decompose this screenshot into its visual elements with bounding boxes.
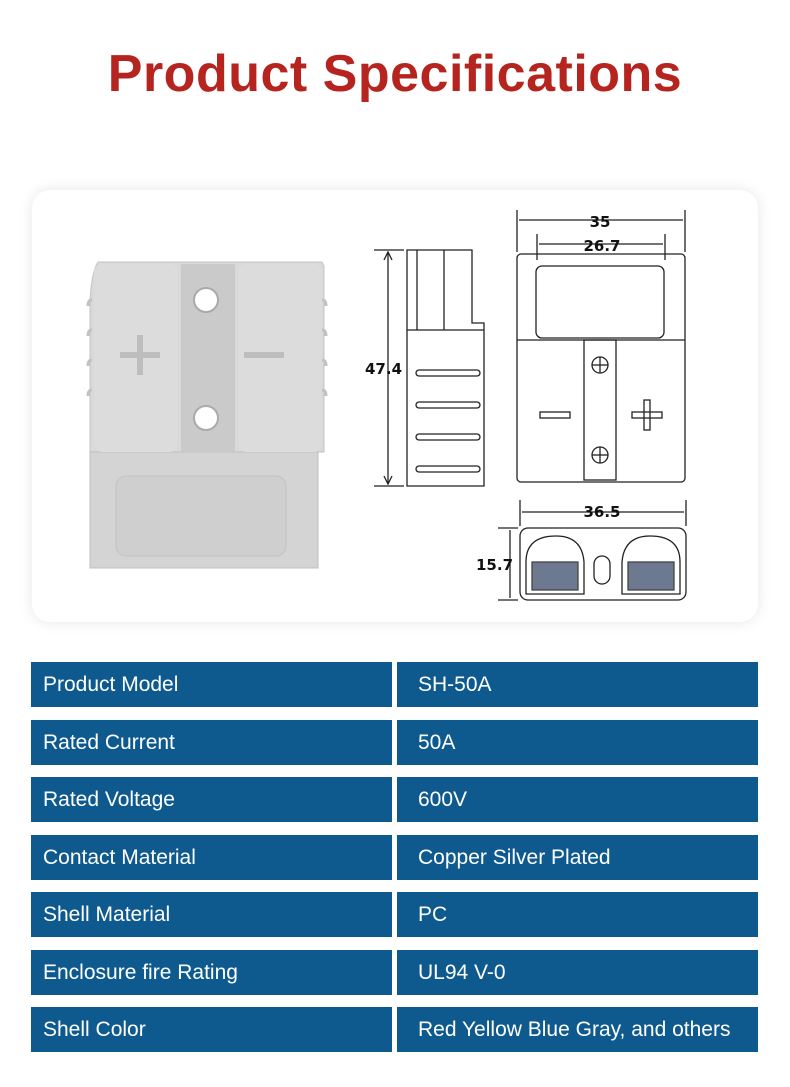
side-view-drawing <box>374 249 485 487</box>
connector-photo <box>86 261 328 569</box>
dim-width-outer: 35 <box>590 213 611 231</box>
spec-table: Product Model SH-50A Rated Current 50A R… <box>31 662 758 1065</box>
spec-value: SH-50A <box>397 662 758 707</box>
spec-label: Shell Color <box>31 1007 392 1052</box>
spec-label: Rated Voltage <box>31 777 392 822</box>
spec-label: Contact Material <box>31 834 392 880</box>
spec-label: Shell Material <box>31 892 392 937</box>
spec-value: 50A <box>397 719 758 765</box>
spec-label: Product Model <box>31 662 392 707</box>
table-row: Rated Voltage 600V <box>31 777 758 822</box>
spec-value: UL94 V-0 <box>397 949 758 995</box>
bottom-view-drawing <box>498 500 687 601</box>
dim-width-inner: 26.7 <box>583 237 620 255</box>
spec-label: Enclosure fire Rating <box>31 949 392 995</box>
spec-value: PC <box>397 892 758 937</box>
spec-value: 600V <box>397 777 758 822</box>
table-row: Enclosure fire Rating UL94 V-0 <box>31 949 758 995</box>
dim-base-height: 15.7 <box>476 556 513 574</box>
spec-value: Copper Silver Plated <box>397 834 758 880</box>
dim-height: 47.4 <box>365 360 402 378</box>
spec-value: Red Yellow Blue Gray, and others <box>397 1007 758 1052</box>
front-view-drawing <box>516 210 686 483</box>
table-row: Rated Current 50A <box>31 719 758 765</box>
product-figure: 35 26.7 47.4 36.5 15.7 <box>86 210 687 601</box>
spec-label: Rated Current <box>31 719 392 765</box>
dim-base-width: 36.5 <box>583 503 620 521</box>
table-row: Product Model SH-50A <box>31 662 758 707</box>
table-row: Contact Material Copper Silver Plated <box>31 834 758 880</box>
table-row: Shell Color Red Yellow Blue Gray, and ot… <box>31 1007 758 1052</box>
product-figure-card: 35 26.7 47.4 36.5 15.7 <box>32 190 758 622</box>
page-title: Product Specifications <box>107 45 683 103</box>
table-row: Shell Material PC <box>31 892 758 937</box>
